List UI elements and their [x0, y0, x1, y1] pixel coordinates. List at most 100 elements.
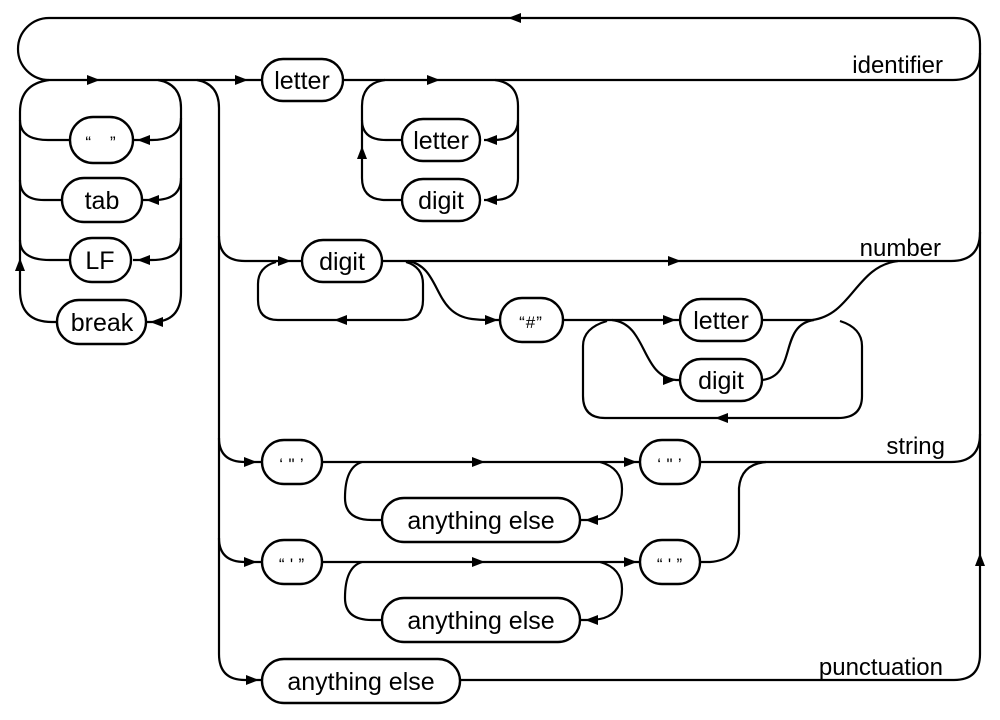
- rule-label-number: number: [860, 235, 941, 262]
- node-letter-identifier: letter: [260, 57, 345, 103]
- arrowhead-icon: [15, 258, 25, 271]
- arrowhead-icon: [334, 315, 347, 325]
- arrowhead-icon: [585, 515, 598, 525]
- rail-branch-vertical: [196, 78, 262, 682]
- rail-outer-loop: [16, 16, 982, 682]
- arrowhead-icon: [975, 553, 985, 566]
- rail-str2-exit: [700, 460, 767, 564]
- node-lf: LF: [68, 236, 133, 284]
- node-space: “ ”: [68, 115, 135, 165]
- node-squote-label: “ ' ”: [279, 555, 305, 574]
- arrowhead-icon: [624, 457, 637, 467]
- rail-num-digit-down: [611, 318, 680, 382]
- rail-number-line: [382, 231, 982, 263]
- node-open-dquote: ‘ " ’: [260, 438, 324, 486]
- rail-id-loop-left: [360, 78, 402, 202]
- node-letter-label: letter: [274, 67, 330, 95]
- node-letter-idloop: letter: [400, 117, 482, 163]
- arrowhead-icon: [508, 13, 521, 23]
- rail-ws-right-space: [133, 117, 183, 142]
- arrowhead-icon: [235, 75, 248, 85]
- arrowhead-icon: [484, 195, 497, 205]
- nodes: “ ” tab LF break letter letter digit: [55, 57, 764, 705]
- node-space-label: “ ”: [85, 133, 116, 152]
- arrowhead-icon: [472, 457, 485, 467]
- arrowhead-icon: [715, 413, 728, 423]
- rail-num-letter-exit: [762, 259, 899, 322]
- rail-ws-left-lf: [18, 239, 72, 262]
- arrowhead-icon: [244, 457, 257, 467]
- rail-branch-number: [217, 235, 302, 263]
- arrowhead-icon: [485, 315, 498, 325]
- arrowhead-icon: [137, 255, 150, 265]
- rail-branch-string2: [217, 537, 262, 564]
- node-open-squote: “ ' ”: [260, 538, 324, 586]
- rail-hash-branch: [407, 259, 500, 322]
- node-hash: “#”: [498, 296, 565, 344]
- rule-label-punctuation: punctuation: [819, 654, 943, 681]
- rail-id-loop-left-letter: [360, 119, 402, 142]
- node-digit-label: digit: [698, 367, 744, 395]
- rail-str2-loop-right: [580, 560, 624, 622]
- node-anything-else-label: anything else: [287, 668, 434, 696]
- arrowhead-icon: [624, 557, 637, 567]
- rail-str1-loop-left: [343, 460, 382, 522]
- rule-label-identifier: identifier: [852, 52, 943, 79]
- node-tab-label: tab: [85, 187, 120, 215]
- node-close-dquote: ‘ " ’: [638, 438, 702, 486]
- arrowhead-icon: [278, 256, 291, 266]
- rail-ws-left: [18, 78, 57, 324]
- node-tab: tab: [60, 176, 144, 224]
- node-squote-label: “ ' ”: [657, 555, 683, 574]
- node-digit-label: digit: [319, 248, 365, 276]
- node-anything-else-label: anything else: [407, 607, 554, 635]
- arrowhead-icon: [244, 557, 257, 567]
- arrowhead-icon: [137, 135, 150, 145]
- node-letter-label: letter: [693, 307, 749, 335]
- arrowhead-icon: [472, 557, 485, 567]
- arrowhead-icon: [585, 615, 598, 625]
- rail-branch-string1: [217, 437, 262, 464]
- rule-label-string: string: [886, 433, 945, 460]
- node-digit-idloop: digit: [400, 177, 482, 223]
- arrowhead-icon: [246, 675, 259, 685]
- rail-id-loop-right-letter: [484, 119, 520, 142]
- arrowhead-icon: [668, 256, 681, 266]
- rail-ws-right-lf: [133, 237, 183, 262]
- rail-ws-left-space: [18, 119, 70, 142]
- node-anything-else-label: anything else: [407, 507, 554, 535]
- rails: [16, 16, 982, 682]
- arrowhead-icon: [484, 135, 497, 145]
- node-close-squote: “ ' ”: [638, 538, 702, 586]
- node-dquote-label: ‘ " ’: [279, 455, 304, 474]
- rail-id-loop-right: [484, 78, 520, 202]
- arrowhead-icon: [150, 317, 163, 327]
- node-anything-else-string1: anything else: [380, 496, 582, 544]
- arrowhead-icon: [87, 75, 100, 85]
- rail-ws-left-tab: [18, 179, 62, 202]
- node-digit-numloop: digit: [678, 357, 764, 403]
- node-letter-numloop: letter: [678, 297, 764, 343]
- rail-str1-loop-right: [580, 460, 624, 522]
- arrowhead-icon: [146, 195, 159, 205]
- node-digit-label: digit: [418, 187, 464, 215]
- node-break: break: [55, 298, 148, 346]
- rail-identifier-exit: [343, 52, 982, 82]
- rail-num-digit-up: [761, 318, 815, 382]
- arrowheads: [15, 13, 985, 685]
- rail-str2-loop-left: [343, 560, 382, 622]
- arrowhead-icon: [663, 375, 676, 385]
- node-letter-label: letter: [413, 127, 469, 155]
- arrowhead-icon: [663, 315, 676, 325]
- node-anything-else-punct: anything else: [260, 657, 462, 705]
- node-break-label: break: [71, 309, 134, 337]
- node-lf-label: LF: [85, 247, 114, 275]
- arrowhead-icon: [357, 146, 367, 159]
- rail-ws-right-tab: [142, 177, 183, 202]
- rail-str1-exit: [700, 433, 982, 464]
- node-anything-else-string2: anything else: [380, 596, 582, 644]
- rule-labels: identifier number string punctuation: [819, 52, 945, 681]
- node-digit-number: digit: [300, 238, 384, 284]
